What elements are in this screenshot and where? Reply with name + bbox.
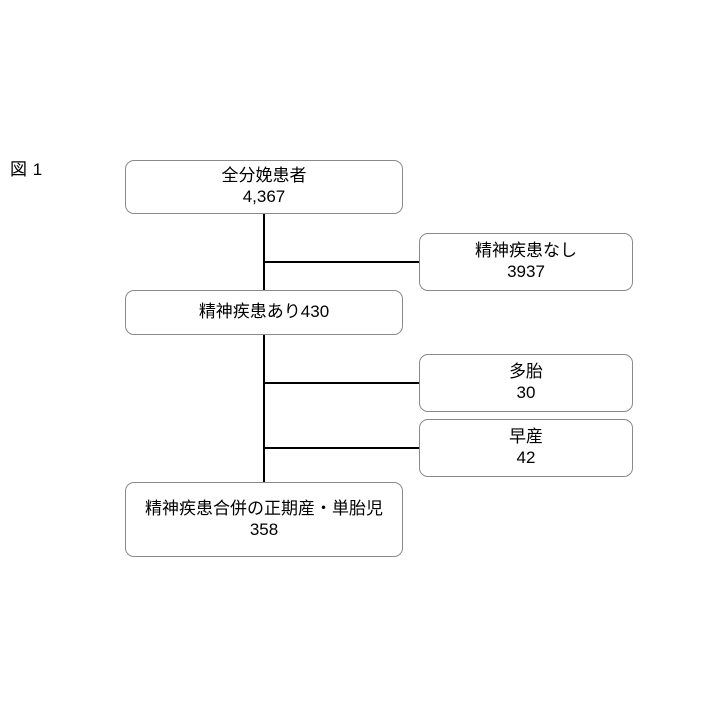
node-final-cohort: 精神疾患合併の正期産・単胎児 358 — [125, 482, 403, 557]
node-no-psychiatric-disorder-value: 3937 — [507, 262, 545, 281]
node-multiple-pregnancy: 多胎 30 — [419, 354, 633, 412]
node-multiple-pregnancy-value: 30 — [516, 383, 536, 402]
node-preterm-birth-value: 42 — [516, 448, 536, 467]
node-preterm-birth-title: 早産 — [509, 427, 543, 447]
node-with-psychiatric-disorder: 精神疾患あり430 — [125, 290, 403, 335]
node-no-psychiatric-disorder-title: 精神疾患なし — [475, 241, 577, 261]
node-with-psychiatric-disorder-title: 精神疾患あり430 — [198, 302, 330, 322]
node-total-deliveries: 全分娩患者 4,367 — [125, 160, 403, 214]
node-no-psychiatric-disorder: 精神疾患なし 3937 — [419, 233, 633, 291]
node-multiple-pregnancy-title: 多胎 — [509, 362, 543, 382]
node-final-cohort-title: 精神疾患合併の正期産・単胎児 — [145, 498, 383, 518]
node-total-deliveries-title: 全分娩患者 — [221, 166, 307, 186]
figure-label: 図 1 — [10, 160, 43, 179]
node-total-deliveries-value: 4,367 — [242, 187, 286, 206]
node-final-cohort-value: 358 — [249, 519, 279, 539]
node-preterm-birth: 早産 42 — [419, 419, 633, 477]
